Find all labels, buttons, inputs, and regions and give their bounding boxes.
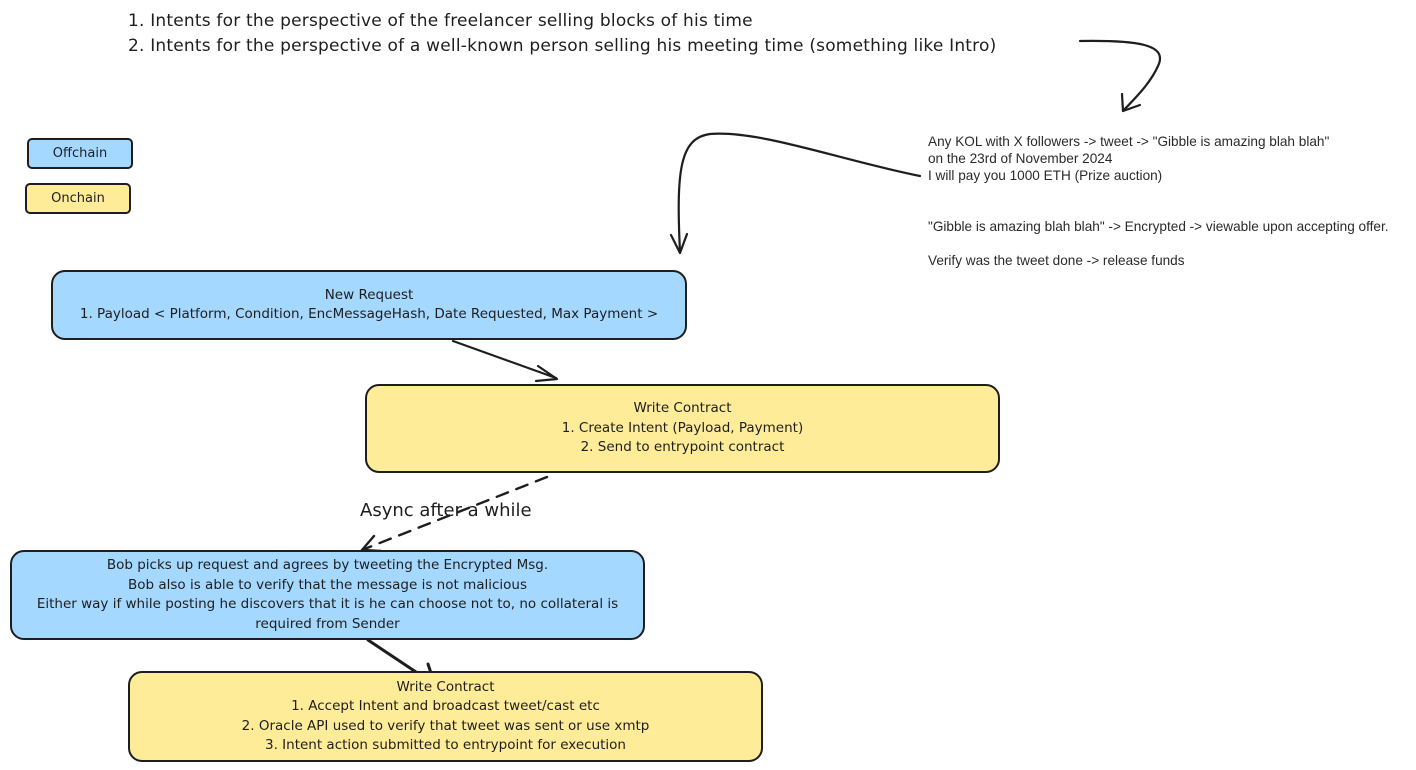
verify-note: Verify was the tweet done -> release fun… [928,253,1185,268]
bob-box: Bob picks up request and agrees by tweet… [10,550,645,640]
arrow-notes-to-kol [1078,39,1161,113]
legend-offchain-label: Offchain [52,146,108,161]
bob-line-3: Either way if while posting he discovers… [36,596,619,632]
encrypted-note: "Gibble is amazing blah blah" -> Encrypt… [928,219,1389,234]
kol-line-2: on the 23rd of November 2024 [928,151,1113,166]
write-contract-2-title: Write Contract [396,678,495,695]
write-contract-box-2: Write Contract 1. Accept Intent and broa… [128,671,763,762]
arrow-async [360,475,549,552]
note-item-1: 1. Intents for the perspective of the fr… [128,11,753,31]
legend-offchain: Offchain [27,138,133,169]
bob-line-1: Bob picks up request and agrees by tweet… [106,557,549,573]
write-contract-1-step-2: 2. Send to entrypoint contract [580,439,785,456]
write-contract-2-step-1: 1. Accept Intent and broadcast tweet/cas… [291,698,600,714]
legend-onchain-label: Onchain [51,191,105,206]
kol-line-3: I will pay you 1000 ETH (Prize auction) [928,168,1163,183]
arrow-request-to-contract [451,339,558,380]
intro-notes: 1. Intents for the perspective of the fr… [128,9,996,59]
kol-line-1: Any KOL with X followers -> tweet -> "Gi… [928,134,1330,149]
write-contract-2-step-3: 3. Intent action submitted to entrypoint… [264,737,626,753]
new-request-payload: 1. Payload < Platform, Condition, EncMes… [79,306,659,322]
bob-line-2: Bob also is able to verify that the mess… [127,576,528,593]
write-contract-1-step-1: 1. Create Intent (Payload, Payment) [561,419,804,436]
note-item-2: 2. Intents for the perspective of a well… [128,36,997,56]
new-request-box: New Request 1. Payload < Platform, Condi… [51,270,687,340]
arrow-kol-to-request [677,132,922,254]
write-contract-box-1: Write Contract 1. Create Intent (Payload… [365,384,1000,473]
write-contract-1-title: Write Contract [633,400,732,417]
arrowhead-request-to-contract [534,364,559,383]
side-notes: Any KOL with X followers -> tweet -> "Gi… [928,133,1414,269]
async-label: Async after a while [360,500,532,521]
legend-onchain: Onchain [25,183,131,214]
write-contract-2-step-2: 2. Oracle API used to verify that tweet … [241,717,650,734]
new-request-title: New Request [324,286,414,303]
arrowhead-notes-to-kol [1120,92,1142,113]
arrowhead-kol-to-request [669,232,689,255]
